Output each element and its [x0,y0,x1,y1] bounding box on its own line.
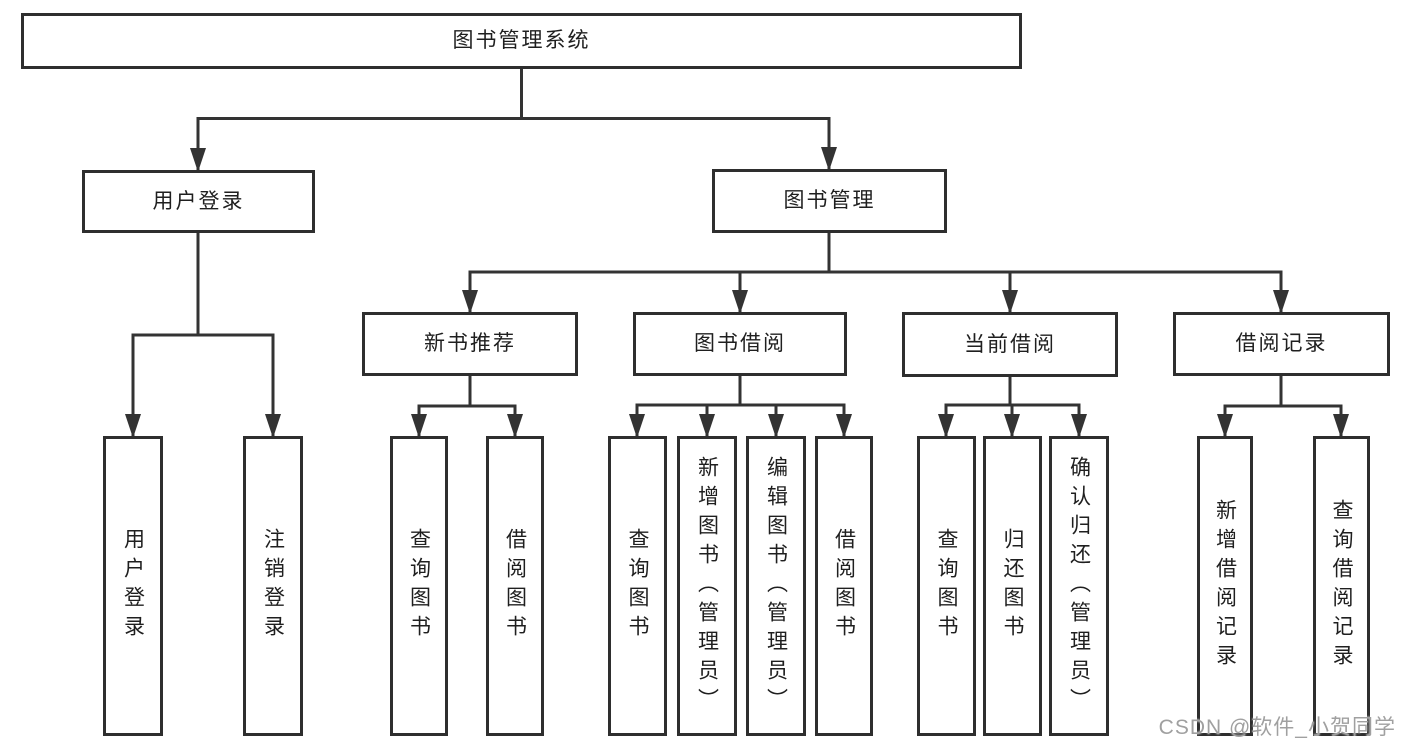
node-root-label: 图书管理系统 [452,29,591,53]
leaf-query-book-current-label: 查询图书 [935,528,959,644]
leaf-add-borrow-record: 新增借阅记录 [1197,436,1253,736]
node-current-borrow-label: 当前借阅 [964,332,1056,356]
node-current-borrow: 当前借阅 [902,312,1118,377]
leaf-logout-login-label: 注销登录 [261,528,285,644]
node-new-book-recommend-label: 新书推荐 [424,332,516,356]
leaf-borrow-book-borrow: 借阅图书 [815,436,873,736]
leaf-user-login-label: 用户登录 [121,528,145,644]
leaf-return-book: 归还图书 [983,436,1042,736]
leaf-borrow-book-newrec-label: 借阅图书 [503,528,527,644]
leaf-query-book-borrow-label: 查询图书 [626,528,650,644]
leaf-query-book-borrow: 查询图书 [608,436,667,736]
node-book-management-label: 图书管理 [783,189,876,213]
leaf-user-login: 用户登录 [103,436,163,736]
leaf-add-book-admin-label: 新增图书（管理员） [695,455,719,717]
node-root-library-system: 图书管理系统 [21,13,1022,69]
node-new-book-recommend: 新书推荐 [362,312,578,376]
leaf-return-book-label: 归还图书 [1001,528,1025,644]
leaf-query-book-newrec-label: 查询图书 [407,528,431,644]
leaf-edit-book-admin: 编辑图书（管理员） [746,436,806,736]
leaf-add-borrow-record-label: 新增借阅记录 [1213,499,1237,673]
csdn-watermark: CSDN @软件_小贺同学 [1158,716,1396,739]
leaf-query-book-current: 查询图书 [917,436,976,736]
leaf-borrow-book-newrec: 借阅图书 [486,436,544,736]
leaf-confirm-return-admin: 确认归还（管理员） [1049,436,1109,736]
node-borrow-record-label: 借阅记录 [1235,332,1328,356]
node-user-login: 用户登录 [82,170,315,233]
leaf-logout-login: 注销登录 [243,436,303,736]
node-book-borrow: 图书借阅 [633,312,847,376]
leaf-add-book-admin: 新增图书（管理员） [677,436,737,736]
node-book-management: 图书管理 [712,169,947,233]
node-user-login-label: 用户登录 [152,189,245,213]
node-borrow-record: 借阅记录 [1173,312,1390,376]
leaf-query-borrow-record-label: 查询借阅记录 [1330,499,1354,673]
leaf-borrow-book-borrow-label: 借阅图书 [832,528,856,644]
leaf-confirm-return-admin-label: 确认归还（管理员） [1067,455,1091,717]
leaf-query-book-newrec: 查询图书 [390,436,448,736]
leaf-query-borrow-record: 查询借阅记录 [1313,436,1370,736]
node-book-borrow-label: 图书借阅 [694,332,786,356]
leaf-edit-book-admin-label: 编辑图书（管理员） [764,455,788,717]
